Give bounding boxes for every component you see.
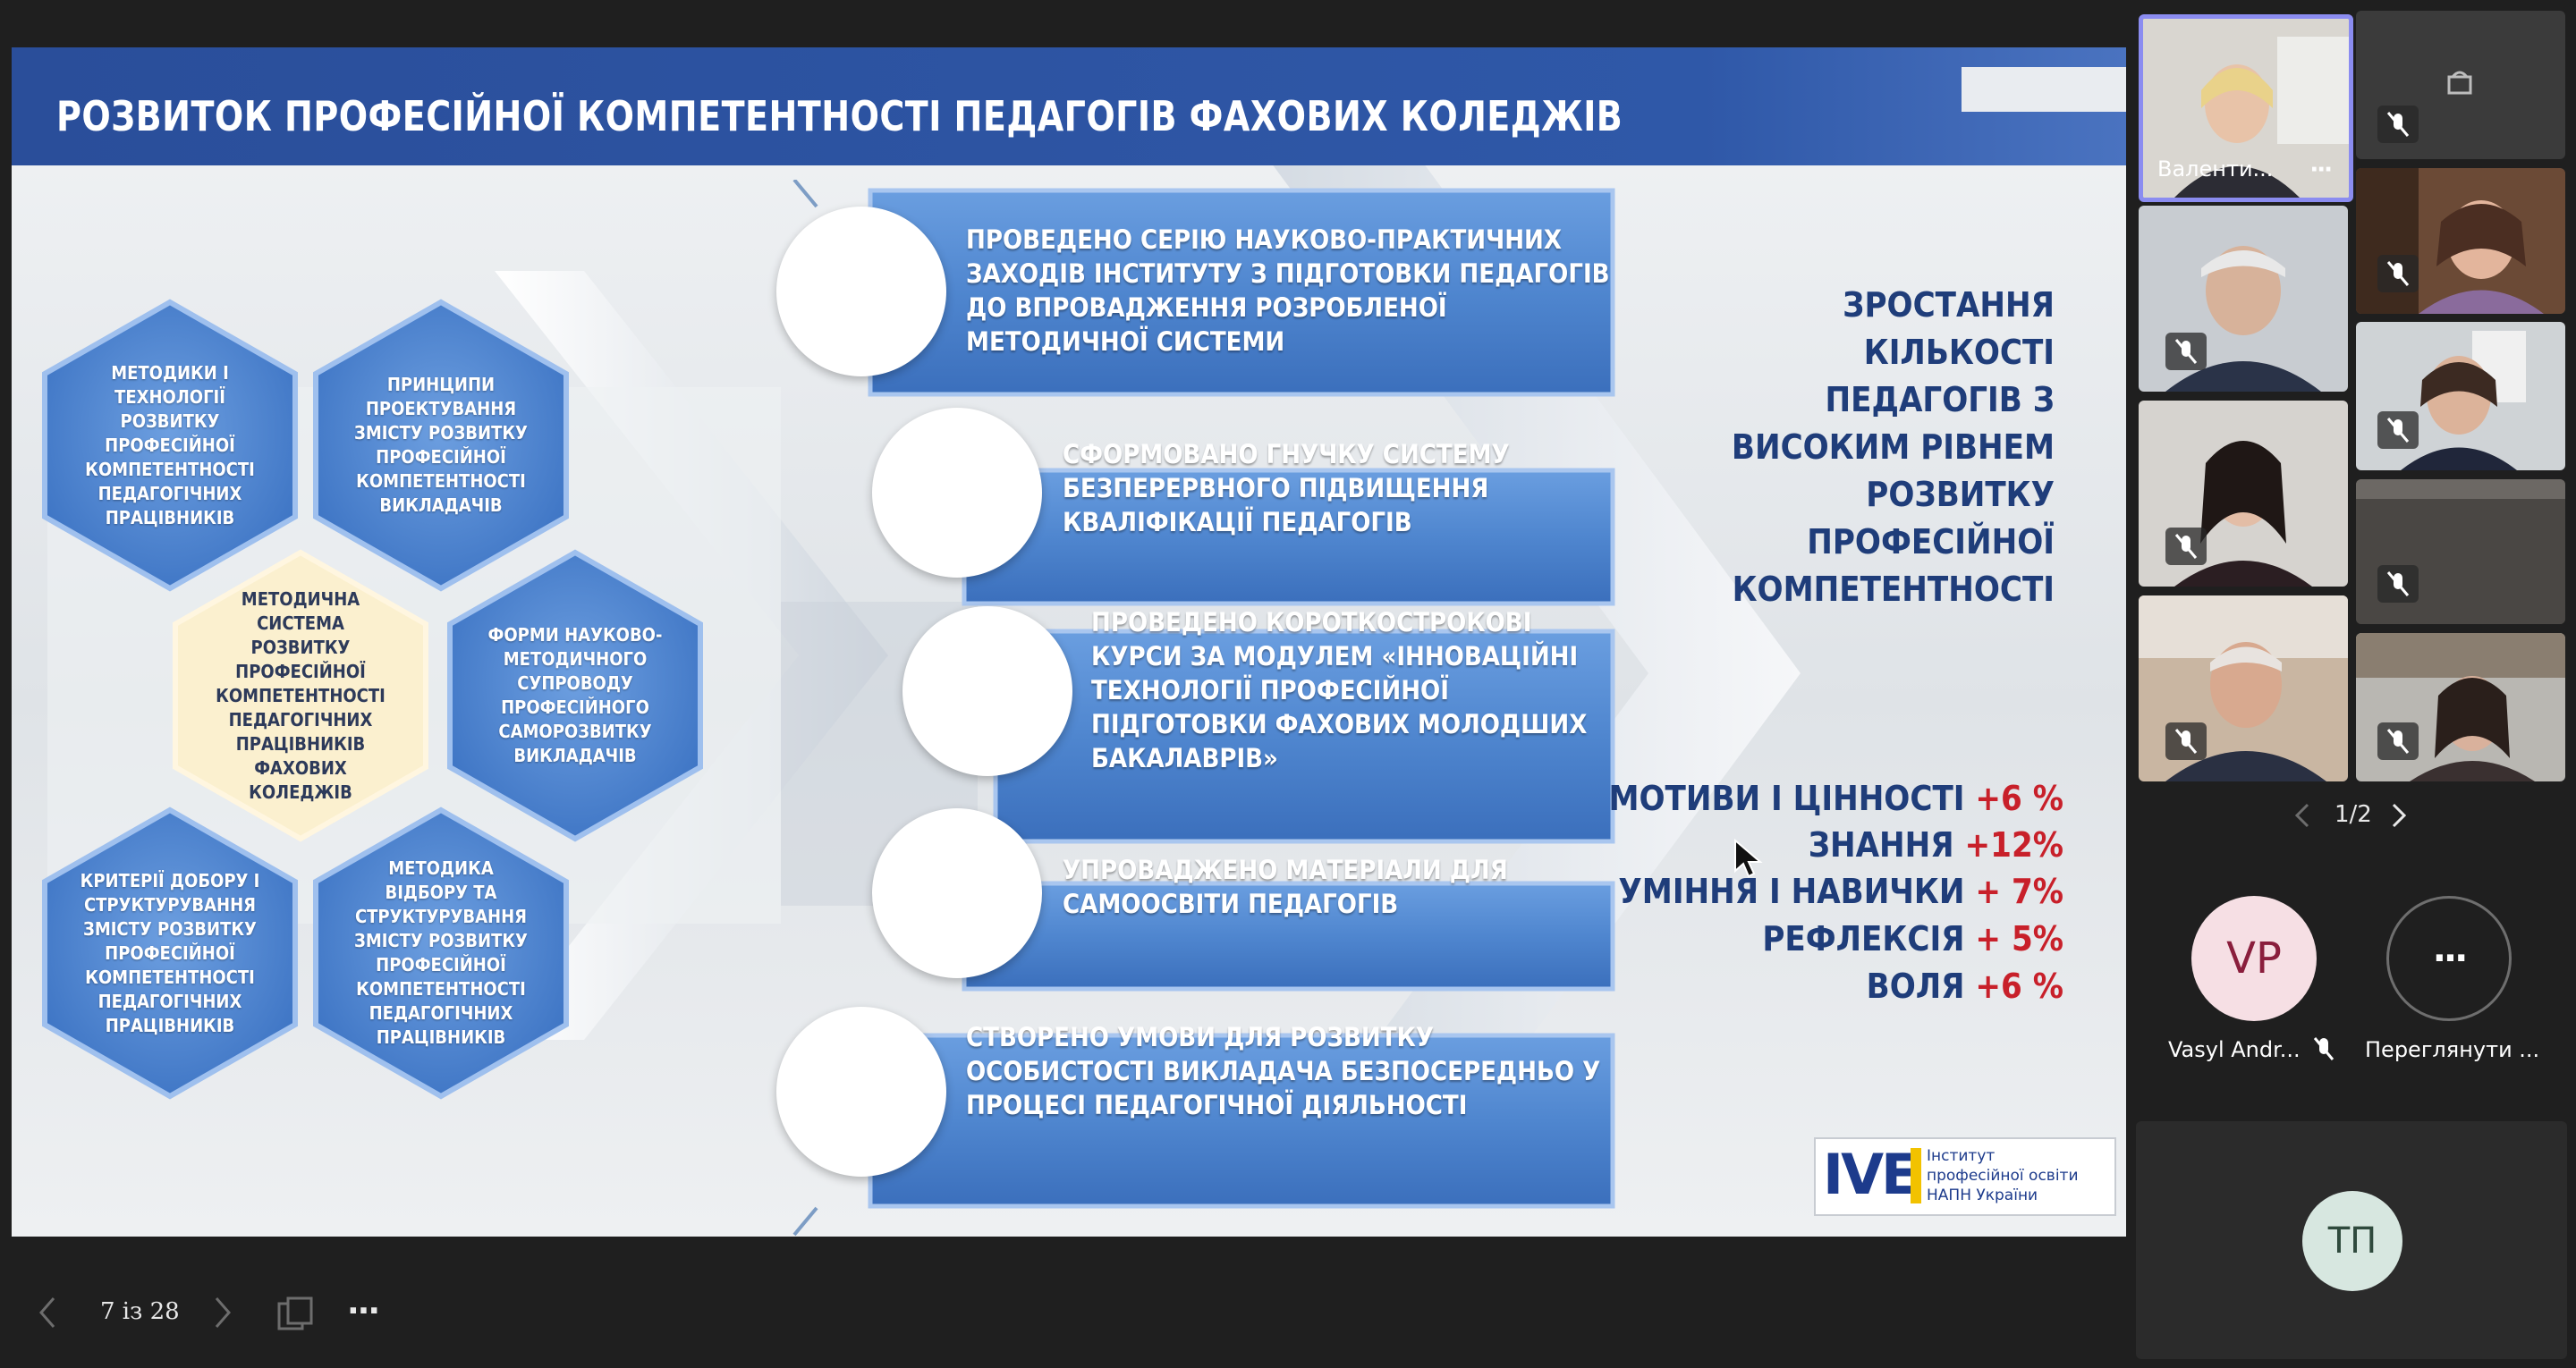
slide-title-bar	[12, 47, 2126, 165]
avatar-self: ТП	[2302, 1191, 2402, 1291]
hex-selection-method: МЕТОДИКА ВІДБОРУ ТА СТРУКТУРУВАННЯ ЗМІСТ…	[311, 806, 571, 1101]
participants-next-button[interactable]	[2386, 798, 2411, 837]
stat-label: ВОЛЯ	[1866, 967, 1965, 1006]
stat-value: +12%	[1964, 825, 2063, 865]
avatar-vp[interactable]: VP	[2191, 896, 2317, 1021]
participant-video	[2143, 19, 2349, 198]
banner-text: УПРОВАДЖЕНО МАТЕРІАЛИ ДЛЯ САМООСВІТИ ПЕД…	[1063, 855, 1508, 919]
stat-value: +6 %	[1975, 779, 2063, 818]
participant-more-button[interactable]: ···	[2309, 156, 2333, 183]
stat-value: + 5%	[1975, 919, 2063, 958]
stat-row: ЗНАННЯ +12%	[1809, 825, 2063, 865]
institute-logo: IVE Інститут професійної освіти НАПН Укр…	[1814, 1137, 2116, 1216]
participant-name: Валенти...	[2157, 156, 2274, 182]
muted-mic-icon	[2165, 333, 2207, 370]
muted-mic-icon	[2377, 565, 2419, 603]
muted-mic-icon	[2165, 528, 2207, 565]
hex-design-principles: ПРИНЦИПИ ПРОЕКТУВАННЯ ЗМІСТУ РОЗВИТКУ ПР…	[311, 298, 571, 593]
stat-label: РЕФЛЕКСІЯ	[1762, 919, 1965, 958]
logo-mark: IVE	[1823, 1142, 1919, 1207]
presentation-slide: РОЗВИТОК ПРОФЕСІЙНОЇ КОМПЕТЕНТНОСТІ ПЕДА…	[12, 47, 2126, 1237]
banner-shapes	[792, 180, 1615, 1237]
chevron-left-icon	[2294, 803, 2309, 828]
hex-selection-criteria: КРИТЕРІЇ ДОБОРУ І СТРУКТУРУВАННЯ ЗМІСТУ …	[40, 806, 300, 1101]
stat-row: УМІННЯ І НАВИЧКИ + 7%	[1618, 872, 2063, 911]
participant-tile[interactable]	[2356, 11, 2565, 159]
banner-text: СТВОРЕНО УМОВИ ДЛЯ РОЗВИТКУ ОСОБИСТОСТІ …	[966, 1022, 1601, 1120]
hex-methodical-system: МЕТОДИЧНА СИСТЕМА РОЗВИТКУ ПРОФЕСІЙНОЇ К…	[171, 548, 430, 843]
muted-mic-icon	[2377, 411, 2419, 449]
participants-prev-button[interactable]	[2290, 798, 2315, 837]
participant-video	[2356, 168, 2565, 314]
self-view-tile[interactable]: ТП	[2136, 1121, 2567, 1359]
hex-methods-technologies: МЕТОДИКИ І ТЕХНОЛОГІЇ РОЗВИТКУ ПРОФЕСІЙН…	[40, 298, 300, 593]
chevron-left-icon	[39, 1297, 55, 1328]
banner-circle	[872, 808, 1042, 978]
hex-text: МЕТОДИКА ВІДБОРУ ТА СТРУКТУРУВАННЯ ЗМІСТ…	[354, 857, 528, 1048]
chevron-right-icon	[2392, 803, 2407, 828]
hex-text: МЕТОДИКИ І ТЕХНОЛОГІЇ РОЗВИТКУ ПРОФЕСІЙН…	[85, 361, 255, 528]
banner-circle	[776, 207, 946, 376]
hex-support-forms: ФОРМИ НАУКОВО-МЕТОДИЧНОГО СУПРОВОДУ ПРОФ…	[445, 548, 705, 843]
participant-tile[interactable]	[2139, 401, 2348, 587]
hex-text: ПРИНЦИПИ ПРОЕКТУВАННЯ ЗМІСТУ РОЗВИТКУ ПР…	[354, 374, 528, 516]
muted-mic-icon	[2377, 255, 2419, 292]
banner-text: СФОРМОВАНО ГНУЧКУ СИСТЕМУ БЕЗПЕРЕРВНОГО …	[1063, 439, 1510, 537]
slide-title: РОЗВИТОК ПРОФЕСІЙНОЇ КОМПЕТЕНТНОСТІ ПЕДА…	[56, 92, 1623, 140]
hex-text: ФОРМИ НАУКОВО-МЕТОДИЧНОГО СУПРОВОДУ ПРОФ…	[487, 624, 663, 766]
participant-tile[interactable]	[2356, 322, 2565, 470]
more-options-button[interactable]: ···	[347, 1293, 380, 1330]
logo-line3: НАПН України	[1927, 1186, 2038, 1204]
banner-circle	[902, 606, 1072, 776]
stat-row: ВОЛЯ +6 %	[1867, 967, 2063, 1006]
banner-text: ПРОВЕДЕНО КОРОТКОСТРОКОВІ КУРСИ ЗА МОДУЛ…	[1091, 607, 1588, 773]
thumbnails-icon	[277, 1296, 313, 1330]
participant-tile[interactable]	[2139, 206, 2348, 392]
banner-circle	[872, 408, 1042, 578]
banner-circle	[776, 1007, 946, 1177]
stat-row: МОТИВИ І ЦІННОСТІ +6 %	[1608, 779, 2063, 818]
muted-mic-icon	[2165, 722, 2207, 760]
muted-mic-icon	[2377, 722, 2419, 760]
logo-line2: професійної освіти	[1927, 1167, 2079, 1185]
slide-page-indicator: 7 із 28	[100, 1298, 180, 1325]
logo-stripe	[1911, 1148, 1921, 1203]
muted-mic-icon	[2313, 1037, 2334, 1060]
stat-label: УМІННЯ І НАВИЧКИ	[1618, 872, 1965, 911]
hex-text: МЕТОДИЧНА СИСТЕМА РОЗВИТКУ ПРОФЕСІЙНОЇ К…	[216, 587, 386, 803]
participant-tile[interactable]	[2356, 168, 2565, 314]
participants-pagination: 1/2	[2334, 801, 2372, 828]
logo-line1: Інститут	[1927, 1147, 1996, 1165]
mouse-cursor-icon	[1734, 839, 1763, 878]
stat-value: +6 %	[1975, 967, 2063, 1006]
muted-mic-icon	[2377, 106, 2419, 143]
stat-value: + 7%	[1975, 872, 2063, 911]
slide-thumbnails-button[interactable]	[275, 1296, 313, 1332]
stat-row: РЕФЛЕКСІЯ + 5%	[1762, 919, 2063, 958]
growth-heading: ЗРОСТАННЯ КІЛЬКОСТІ ПЕДАГОГІВ З ВИСОКИМ …	[1731, 285, 2055, 609]
prev-slide-button[interactable]	[34, 1293, 61, 1341]
stat-label: МОТИВИ І ЦІННОСТІ	[1608, 779, 1965, 818]
chevron-right-icon	[215, 1297, 231, 1328]
participant-tile[interactable]	[2139, 595, 2348, 781]
hex-text: КРИТЕРІЇ ДОБОРУ І СТРУКТУРУВАННЯ ЗМІСТУ …	[80, 869, 260, 1036]
participant-tile-speaker[interactable]: Валенти... ···	[2139, 14, 2353, 202]
participant-tile[interactable]	[2356, 479, 2565, 624]
participant-tile[interactable]	[2356, 633, 2565, 781]
user-icon	[2447, 71, 2472, 95]
next-slide-button[interactable]	[209, 1293, 236, 1341]
stat-label: ЗНАННЯ	[1808, 825, 1954, 865]
view-all-participants-button[interactable]: ···	[2386, 896, 2512, 1021]
view-all-label: Переглянути ...	[2365, 1037, 2540, 1062]
participant-name: Vasyl Andr...	[2168, 1037, 2301, 1062]
banner-text: ПРОВЕДЕНО СЕРІЮ НАУКОВО-ПРАКТИЧНИХ ЗАХОД…	[966, 224, 1610, 357]
